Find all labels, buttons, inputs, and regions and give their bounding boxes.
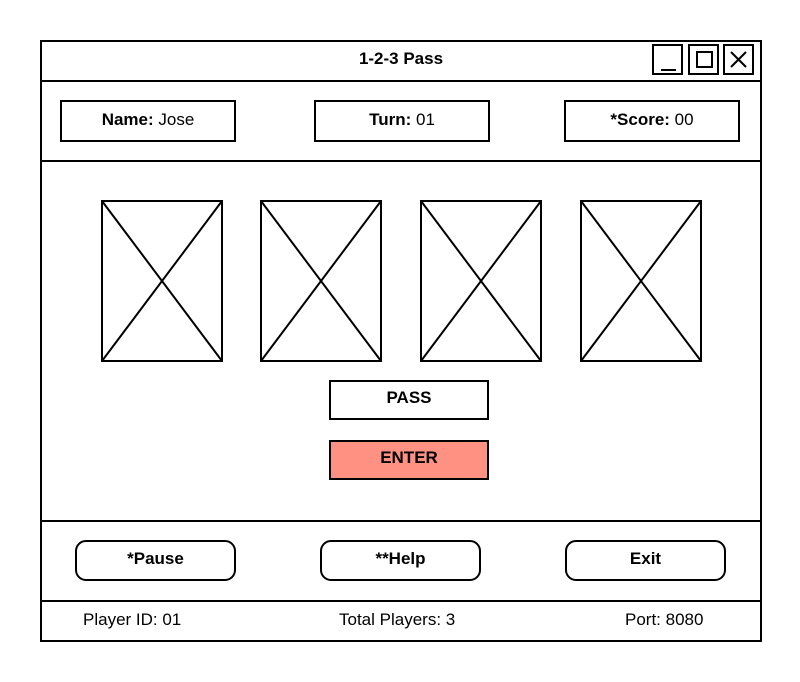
minimize-button[interactable] [652, 44, 683, 75]
turn-value: 01 [411, 110, 435, 129]
turn-field: Turn: 01 [314, 100, 490, 142]
card-2[interactable] [260, 200, 382, 362]
card-3[interactable] [420, 200, 542, 362]
score-value: 00 [669, 110, 694, 129]
minimize-icon [661, 69, 676, 71]
image-placeholder-icon [260, 200, 382, 362]
image-placeholder-icon [101, 200, 223, 362]
maximize-icon [696, 51, 713, 68]
image-placeholder-icon [580, 200, 702, 362]
close-button[interactable] [723, 44, 754, 75]
app-window: 1-2-3 Pass Name: Jose Turn: 01 *Score: 0… [40, 40, 762, 642]
status-divider [42, 600, 760, 602]
name-label: Name: [101, 110, 154, 129]
exit-button[interactable]: Exit [565, 540, 726, 581]
name-value: Jose [153, 110, 195, 129]
score-label: *Score: [610, 110, 670, 129]
player-id-status: Player ID: 01 [83, 610, 182, 629]
title-divider [42, 80, 760, 82]
help-button[interactable]: **Help [320, 540, 481, 581]
turn-label: Turn: [369, 110, 412, 129]
port-status: Port: 8080 [625, 610, 704, 629]
pause-button[interactable]: *Pause [75, 540, 236, 581]
card-4[interactable] [580, 200, 702, 362]
pass-button[interactable]: PASS [329, 380, 489, 420]
controls-divider [42, 520, 760, 522]
maximize-button[interactable] [688, 44, 719, 75]
total-players-status: Total Players: 3 [339, 610, 456, 629]
name-field: Name: Jose [60, 100, 236, 142]
close-icon [730, 51, 747, 68]
info-divider [42, 160, 760, 162]
card-1[interactable] [101, 200, 223, 362]
window-title: 1-2-3 Pass [358, 49, 444, 68]
image-placeholder-icon [420, 200, 542, 362]
enter-button[interactable]: ENTER [329, 440, 489, 480]
score-field: *Score: 00 [564, 100, 740, 142]
